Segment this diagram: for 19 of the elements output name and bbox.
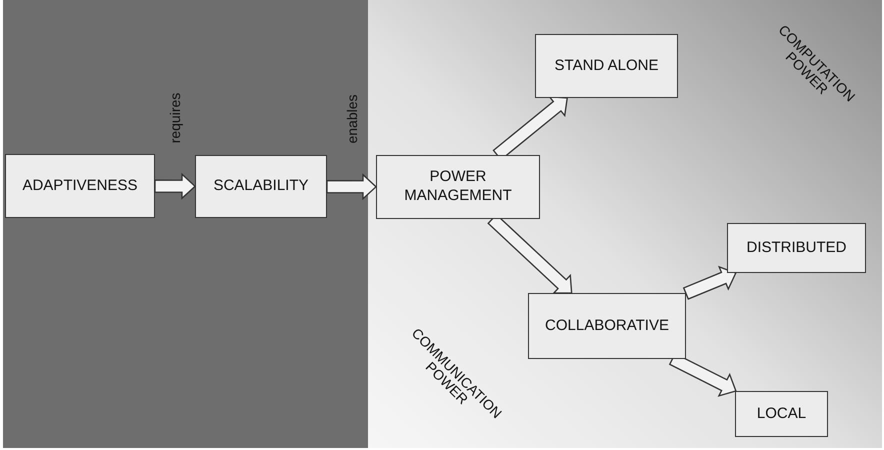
node-text: POWER MANAGEMENT <box>403 168 513 206</box>
process-box <box>735 391 828 437</box>
node-text: SCALABILITY <box>213 177 309 196</box>
process-box <box>5 154 155 218</box>
node-text: STAND ALONE <box>554 56 658 76</box>
block-arrow <box>682 266 737 300</box>
process-box <box>376 155 540 219</box>
process-box <box>528 293 686 359</box>
node-text: DISTRIBUTED <box>746 238 846 258</box>
node-text: LOCAL <box>756 404 806 424</box>
block-arrow <box>326 173 377 200</box>
process-box <box>727 223 866 273</box>
node-text: ADAPTIVENESS <box>22 176 138 196</box>
block-arrow <box>154 172 196 200</box>
process-box <box>535 34 678 98</box>
edge-label: requires <box>168 92 182 145</box>
process-box <box>195 155 327 218</box>
edge-label: enables <box>344 93 358 144</box>
node-text: COLLABORATIVE <box>545 316 669 336</box>
